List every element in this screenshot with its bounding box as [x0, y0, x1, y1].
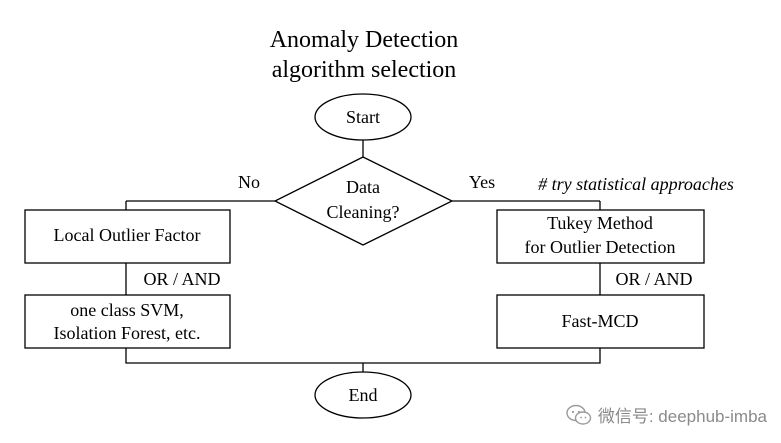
decision-label-line-1: Data	[346, 177, 380, 197]
lof-label: Local Outlier Factor	[54, 225, 201, 245]
watermark: 微信号: deephub-imba	[566, 402, 767, 427]
start-node	[314, 93, 412, 141]
box-svm-isolation-forest	[24, 294, 231, 349]
tukey-label-line-1: Tukey Method	[547, 213, 653, 233]
title-line-1: Anomaly Detection	[270, 27, 459, 53]
end-label: End	[349, 385, 378, 405]
start-label: Start	[346, 107, 380, 127]
title-line-2: algorithm selection	[272, 57, 457, 83]
wechat-icon	[566, 404, 592, 425]
svm-label-line-2: Isolation Forest, etc.	[54, 323, 201, 343]
label-no: No	[238, 172, 260, 192]
decision-node	[273, 156, 454, 246]
watermark-text: 微信号: deephub-imba	[597, 407, 767, 426]
svm-label-line-1: one class SVM,	[70, 300, 184, 320]
label-or-and-right: OR / AND	[615, 269, 692, 289]
fastmcd-label: Fast-MCD	[561, 311, 638, 331]
box-fast-mcd	[496, 294, 705, 349]
tukey-label-line-2: for Outlier Detection	[525, 237, 676, 257]
connectors	[125, 140, 601, 372]
label-or-and-left: OR / AND	[143, 269, 220, 289]
box-local-outlier-factor	[24, 209, 231, 264]
end-node	[314, 371, 412, 419]
edge-merge	[125, 348, 601, 364]
annotation-statistical: # try statistical approaches	[538, 174, 734, 194]
decision-label-line-2: Cleaning?	[327, 202, 400, 222]
label-yes: Yes	[469, 172, 495, 192]
box-tukey-method	[496, 209, 705, 264]
